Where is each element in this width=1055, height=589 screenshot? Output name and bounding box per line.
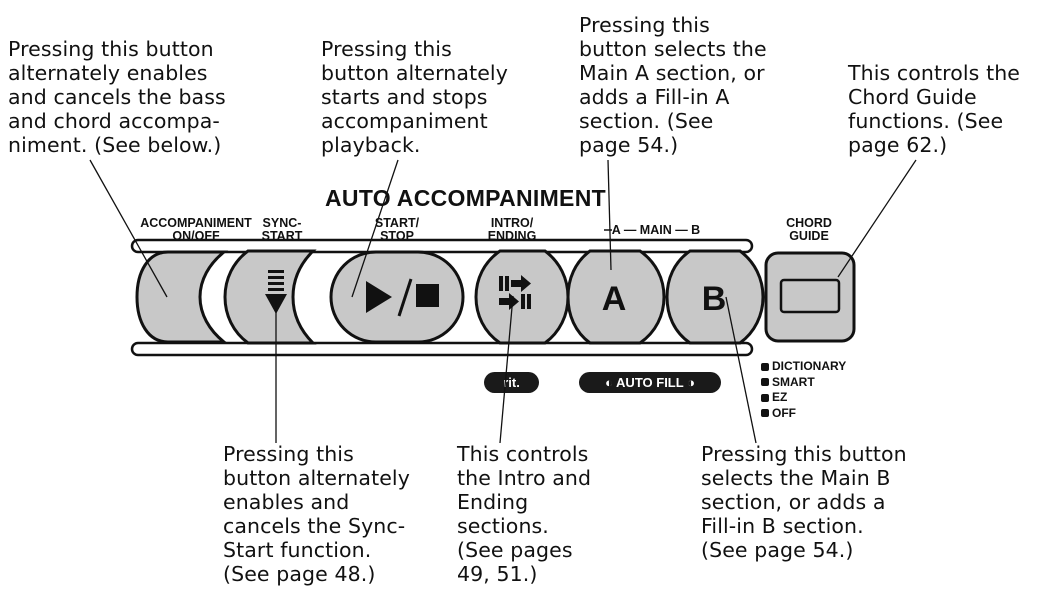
intro-ending-button[interactable]	[474, 249, 570, 345]
main-a-button[interactable]	[566, 249, 666, 345]
mode-ez: EZ	[761, 390, 846, 406]
mode-smart: SMART	[761, 375, 846, 391]
lamp-icon	[761, 393, 769, 402]
intro-ending-label: INTRO/ ENDING	[487, 216, 537, 243]
start-stop-note: Pressing this button alternately starts …	[321, 37, 508, 157]
auto-fill-right-lamp-icon: ◑	[687, 375, 695, 390]
main-group-label: A — MAIN — B	[611, 223, 701, 237]
chord-guide-button[interactable]	[764, 251, 856, 343]
intro-ending-icon	[499, 275, 531, 310]
mode-dictionary: DICTIONARY	[761, 359, 846, 375]
accompaniment-label: ACCOMPANIMENT ON/OFF	[140, 216, 252, 243]
chord-guide-note: This controls the Chord Guide functions.…	[848, 61, 1021, 157]
sync-start-label: SYNC- START	[261, 216, 303, 243]
panel-title: AUTO ACCOMPANIMENT	[325, 185, 606, 211]
main-b-key-label: B	[702, 280, 727, 318]
intro-ending-note: This controls the Intro and Ending secti…	[457, 442, 592, 586]
accompaniment-note: Pressing this button alternately enables…	[8, 37, 226, 157]
sync-start-note: Pressing this button alternately enables…	[223, 442, 410, 586]
lamp-icon	[761, 362, 769, 371]
mode-off: OFF	[761, 406, 846, 422]
lamp-icon	[761, 409, 769, 418]
start-stop-label: START/ STOP	[374, 216, 420, 243]
rit-indicator: rit.	[484, 372, 539, 393]
auto-fill-left-lamp-icon: ◐	[605, 375, 613, 390]
main-a-note: Pressing this button selects the Main A …	[579, 13, 767, 157]
auto-fill-label: AUTO FILL	[616, 375, 684, 390]
auto-fill-indicator: ◐ AUTO FILL ◑	[579, 372, 721, 393]
main-b-button[interactable]	[665, 249, 765, 345]
sync-start-button[interactable]	[223, 249, 317, 345]
main-a-key-label: A	[602, 280, 627, 318]
main-b-note: Pressing this button selects the Main B …	[701, 442, 907, 562]
lamp-icon	[761, 378, 769, 387]
chord-guide-label: CHORD GUIDE	[786, 216, 832, 243]
play-stop-icon	[366, 278, 439, 317]
start-stop-button[interactable]	[329, 250, 465, 344]
accompaniment-on-off-button[interactable]	[135, 250, 229, 344]
chord-guide-mode-list: DICTIONARY SMART EZ OFF	[761, 359, 846, 421]
leader-lines	[89, 159, 917, 444]
